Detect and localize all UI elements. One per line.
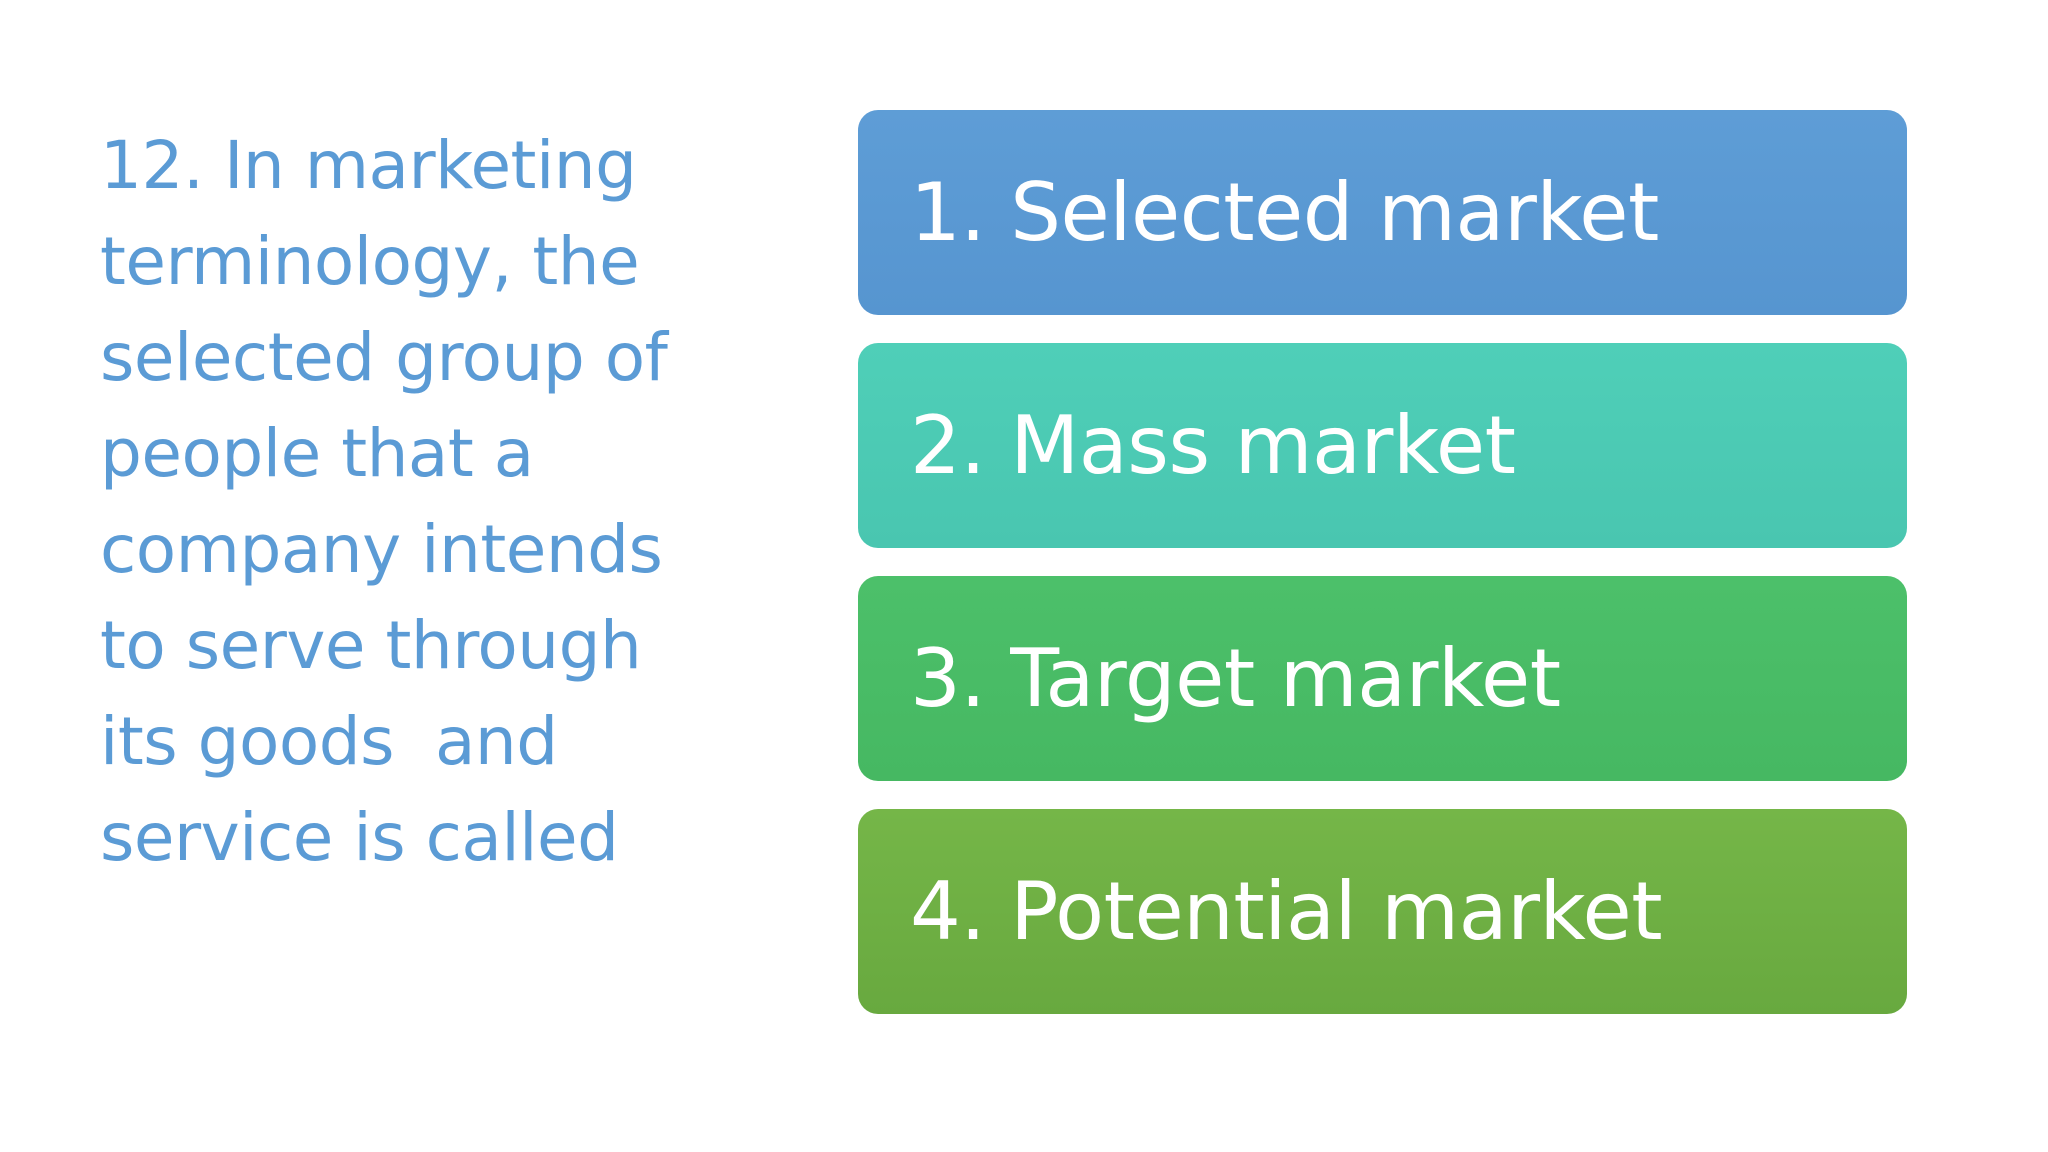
answer-option-2[interactable]: 2. Mass market	[858, 343, 1907, 548]
answer-option-3[interactable]: 3. Target market	[858, 576, 1907, 781]
question-text: 12. In marketing terminology, the select…	[100, 127, 688, 876]
question-block: 12. In marketing terminology, the select…	[100, 118, 720, 886]
answer-option-2-label: 2. Mass market	[910, 398, 1516, 492]
answer-option-1-label: 1. Selected market	[910, 165, 1659, 259]
answer-options-list: 1. Selected market 2. Mass market 3. Tar…	[858, 110, 1907, 1014]
answer-option-4[interactable]: 4. Potential market	[858, 809, 1907, 1014]
answer-option-4-label: 4. Potential market	[910, 864, 1663, 958]
answer-option-1[interactable]: 1. Selected market	[858, 110, 1907, 315]
answer-option-3-label: 3. Target market	[910, 631, 1561, 725]
